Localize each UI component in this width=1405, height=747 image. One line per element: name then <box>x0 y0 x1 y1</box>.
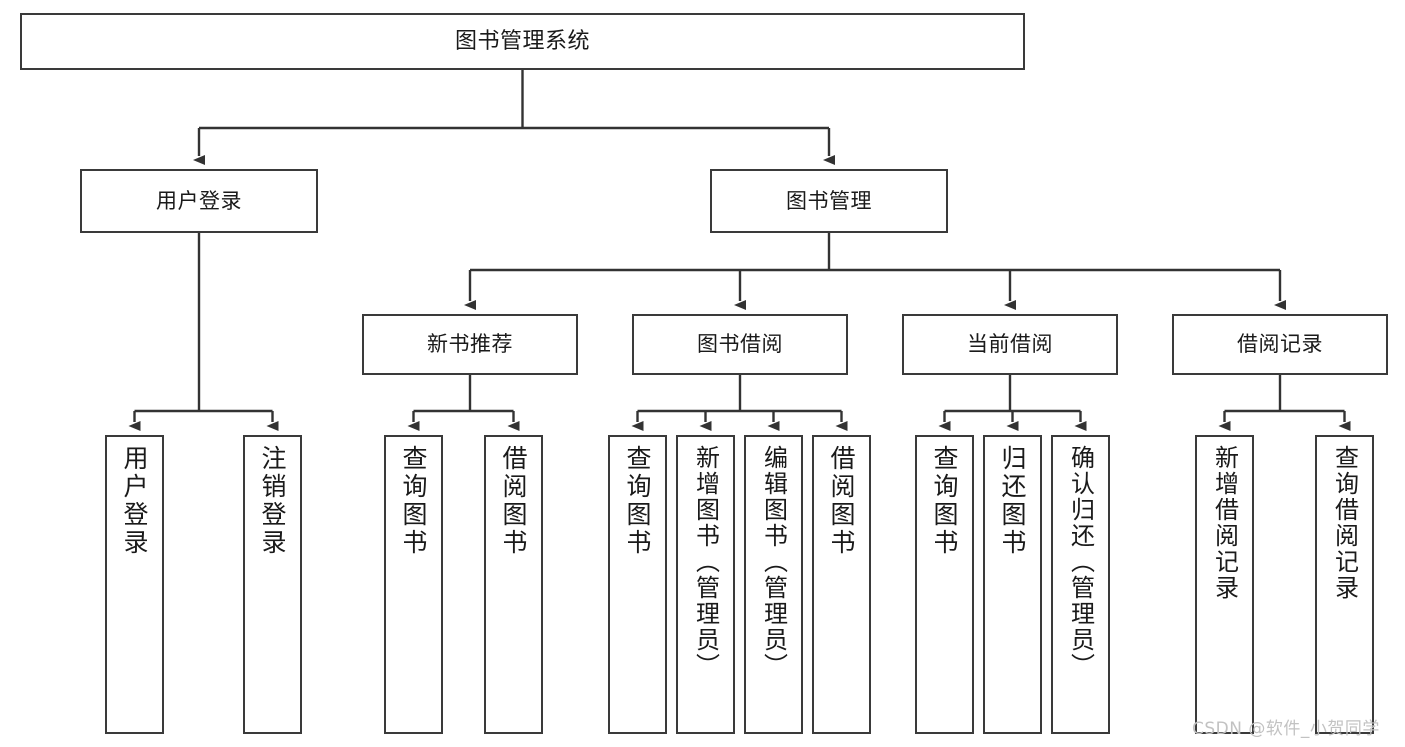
node-leaf-query-book-recommend[interactable]: 查询图书 <box>384 435 443 734</box>
node-label: 注销登录 <box>258 445 287 557</box>
node-label: 新增借阅记录 <box>1210 445 1239 601</box>
node-label: 查询借阅记录 <box>1330 445 1359 601</box>
node-label: 借阅图书 <box>499 445 528 557</box>
node-label: 新书推荐 <box>427 332 513 357</box>
node-label: 用户登录 <box>156 188 242 213</box>
node-label: 图书借阅 <box>697 332 783 357</box>
node-label: 图书管理 <box>786 188 872 213</box>
node-leaf-confirm-return-admin[interactable]: 确认归还（管理员） <box>1051 435 1110 734</box>
node-label: 图书管理系统 <box>454 28 590 54</box>
node-leaf-logout[interactable]: 注销登录 <box>243 435 302 734</box>
node-label: 查询图书 <box>623 445 652 557</box>
node-borrow-record[interactable]: 借阅记录 <box>1172 314 1388 375</box>
node-leaf-edit-book-admin[interactable]: 编辑图书（管理员） <box>744 435 803 734</box>
node-label: 新增图书（管理员） <box>691 445 720 679</box>
node-label: 查询图书 <box>399 445 428 557</box>
node-label: 当前借阅 <box>967 332 1053 357</box>
node-leaf-user-login[interactable]: 用户登录 <box>105 435 164 734</box>
node-label: 用户登录 <box>120 445 149 557</box>
node-user-login[interactable]: 用户登录 <box>80 169 318 233</box>
node-leaf-borrow-book-recommend[interactable]: 借阅图书 <box>484 435 543 734</box>
node-label: 编辑图书（管理员） <box>759 445 788 679</box>
node-book-borrow[interactable]: 图书借阅 <box>632 314 848 375</box>
node-leaf-return-book[interactable]: 归还图书 <box>983 435 1042 734</box>
node-label: 确认归还（管理员） <box>1066 445 1095 679</box>
node-leaf-borrow-book[interactable]: 借阅图书 <box>812 435 871 734</box>
node-book-management[interactable]: 图书管理 <box>710 169 948 233</box>
node-leaf-query-borrow-record[interactable]: 查询借阅记录 <box>1315 435 1374 734</box>
node-label: 查询图书 <box>930 445 959 557</box>
node-label: 归还图书 <box>998 445 1027 557</box>
node-root[interactable]: 图书管理系统 <box>20 13 1025 70</box>
node-label: 借阅记录 <box>1237 332 1323 357</box>
node-current-borrow[interactable]: 当前借阅 <box>902 314 1118 375</box>
node-leaf-add-book-admin[interactable]: 新增图书（管理员） <box>676 435 735 734</box>
node-leaf-query-book-borrow[interactable]: 查询图书 <box>608 435 667 734</box>
node-new-book-recommend[interactable]: 新书推荐 <box>362 314 578 375</box>
node-leaf-query-book-current[interactable]: 查询图书 <box>915 435 974 734</box>
node-label: 借阅图书 <box>827 445 856 557</box>
node-leaf-add-borrow-record[interactable]: 新增借阅记录 <box>1195 435 1254 734</box>
